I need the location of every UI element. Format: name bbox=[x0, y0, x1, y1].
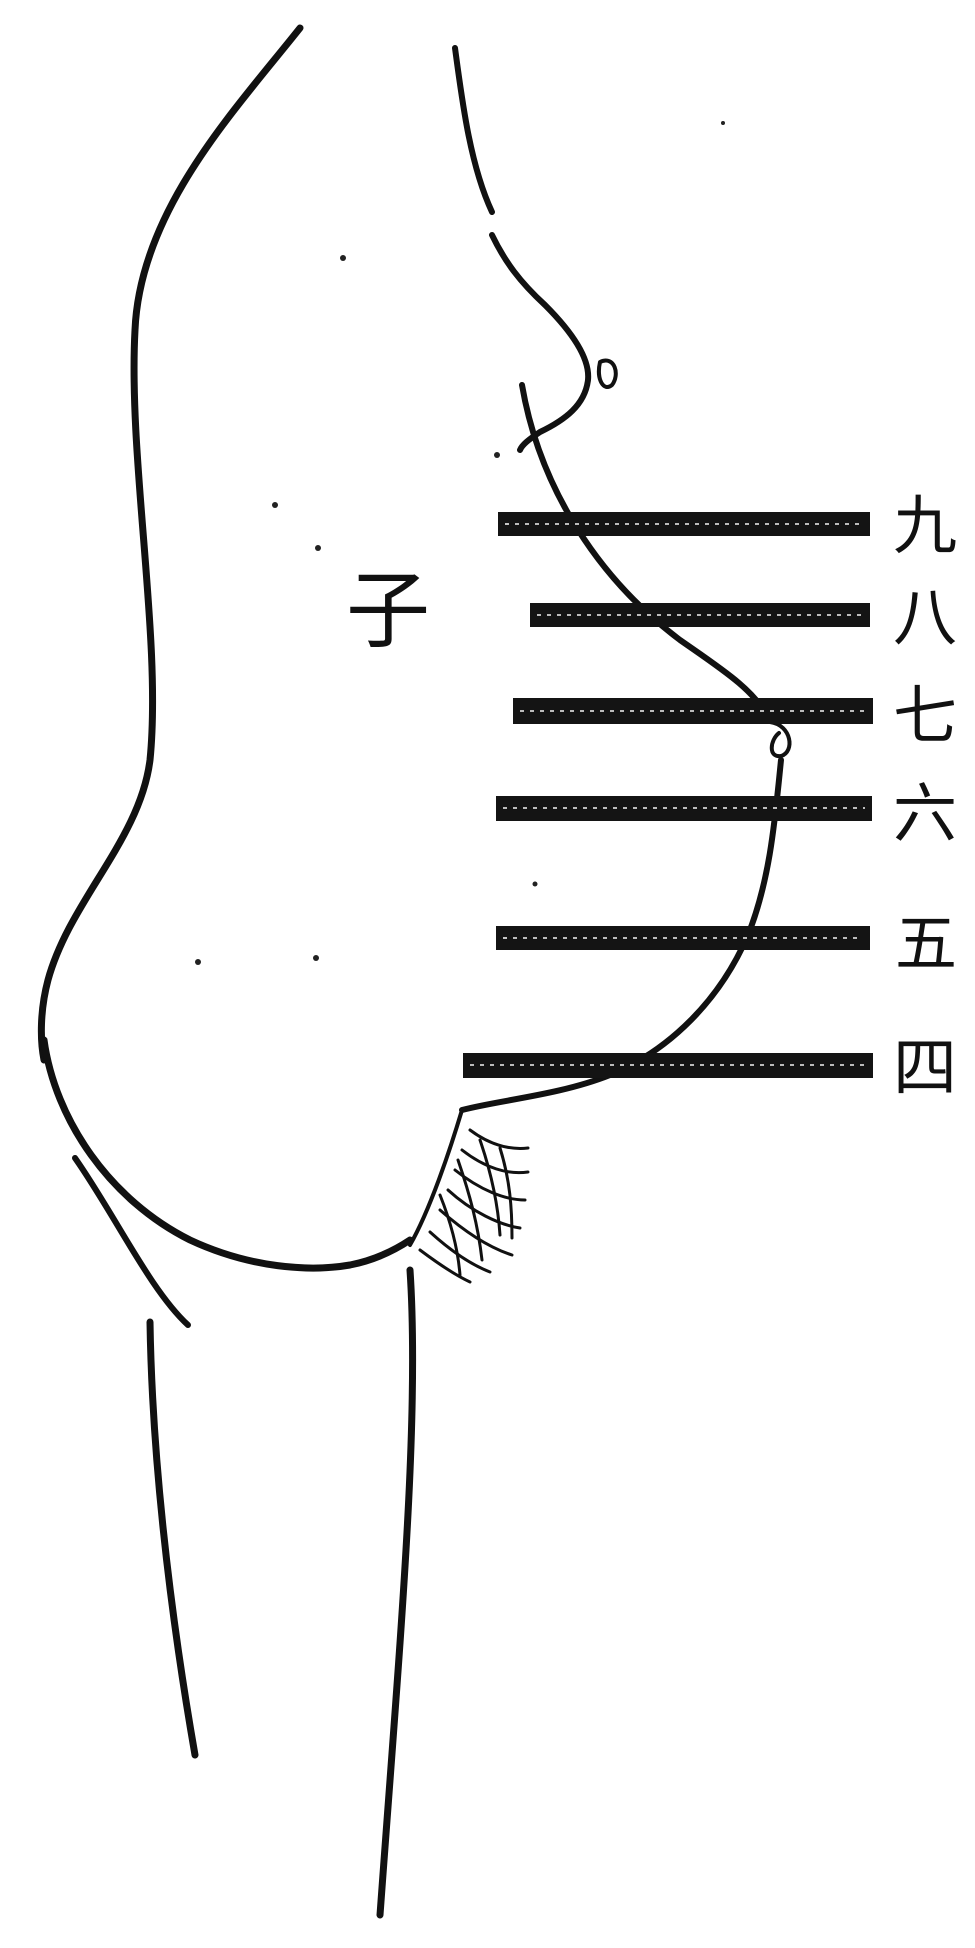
level-bar-seven bbox=[513, 698, 873, 724]
level-labels: 九 八 七 六 五 四 bbox=[893, 490, 957, 1106]
level-label-seven: 七 bbox=[893, 680, 957, 754]
front-thigh bbox=[380, 1270, 413, 1915]
back-contour bbox=[41, 28, 300, 1060]
level-label-eight: 八 bbox=[893, 582, 957, 656]
level-label-five: 五 bbox=[895, 907, 957, 980]
specks bbox=[195, 121, 725, 965]
back-thigh bbox=[150, 1322, 195, 1755]
abdomen-contour bbox=[522, 385, 768, 718]
pubic-hair bbox=[420, 1130, 528, 1282]
level-bars bbox=[463, 512, 873, 1078]
body-mark: 子 bbox=[346, 562, 430, 660]
groin-line bbox=[410, 1110, 462, 1245]
nipple bbox=[599, 361, 616, 387]
neck-contour bbox=[455, 48, 492, 212]
level-bar-eight bbox=[530, 603, 870, 627]
navel bbox=[770, 722, 790, 756]
level-label-four: 四 bbox=[893, 1032, 957, 1106]
buttock-crease bbox=[75, 1158, 188, 1325]
buttock-contour bbox=[44, 1040, 410, 1268]
breast-contour bbox=[492, 235, 588, 450]
level-bar-six bbox=[496, 796, 872, 821]
level-bar-five bbox=[496, 926, 870, 950]
body-outline bbox=[41, 28, 789, 1915]
level-bar-nine bbox=[498, 512, 870, 536]
level-label-six: 六 bbox=[893, 778, 957, 852]
level-bar-four bbox=[463, 1053, 873, 1078]
level-label-nine: 九 bbox=[893, 490, 957, 564]
